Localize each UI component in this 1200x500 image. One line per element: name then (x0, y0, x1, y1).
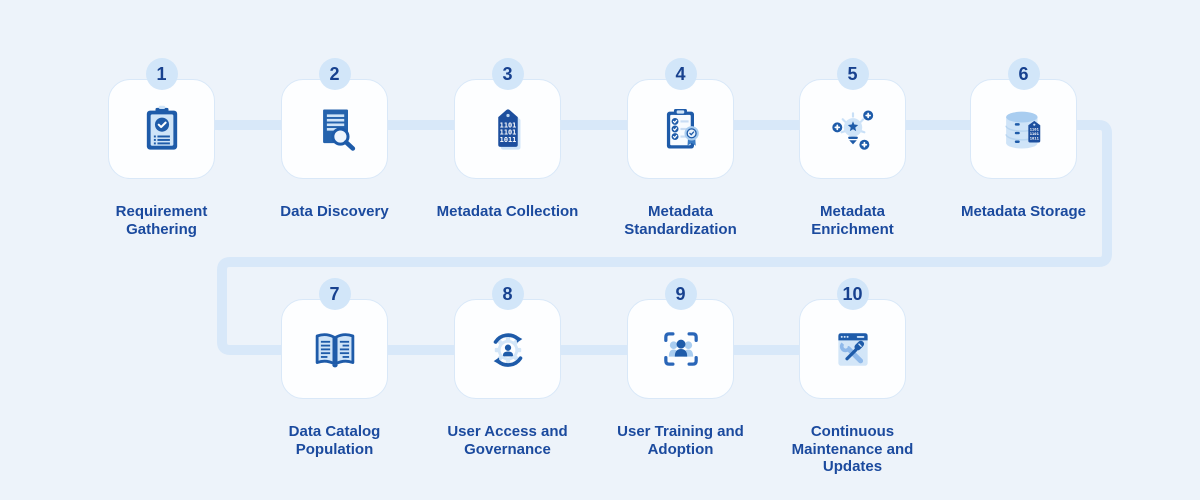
svg-text:1011: 1011 (499, 136, 516, 144)
clipboard-check-icon (146, 105, 177, 150)
step-card (627, 299, 734, 399)
open-book-icon (315, 333, 354, 368)
step-9: 9 User Training and Adoption (617, 278, 744, 458)
step-card (799, 79, 906, 179)
step-label: Metadata Enrichment (811, 203, 894, 238)
step-number-badge: 4 (664, 58, 697, 90)
step-number-badge: 1 (145, 58, 178, 90)
step-number-badge: 9 (664, 278, 697, 310)
step-number-badge: 6 (1007, 58, 1040, 90)
svg-text:1011: 1011 (1029, 135, 1039, 140)
browser-tools-icon (837, 333, 868, 366)
people-focus-icon (663, 332, 698, 366)
step-card (281, 299, 388, 399)
step-7: 7 Data Catalog Population (281, 278, 388, 458)
svg-text:1101: 1101 (1029, 131, 1039, 136)
step-label: Metadata Collection (436, 203, 579, 220)
step-card (108, 79, 215, 179)
step-card: 1101 1101 1011 (454, 79, 561, 179)
step-label: User Training and Adoption (617, 423, 744, 458)
step-card (627, 79, 734, 179)
step-2: 2 Data Discovery (280, 58, 389, 220)
step-card (799, 299, 906, 399)
step-card: 1101 1101 1011 (970, 79, 1077, 179)
mini-binary-tag: 1101 1101 1011 (1027, 120, 1040, 143)
step-card (454, 299, 561, 399)
user-gear-cycle-icon (493, 333, 522, 367)
document-search-icon (322, 109, 355, 151)
step-3: 3 1101 1101 1011 Metadata Collection (437, 58, 578, 220)
step-number-badge: 7 (318, 278, 351, 310)
svg-text:1101: 1101 (1029, 127, 1039, 132)
connector-path (162, 120, 1112, 355)
step-8: 8 User Access and Governance (447, 278, 568, 458)
step-label: Continuous Maintenance and Updates (791, 423, 914, 476)
svg-text:1101: 1101 (499, 129, 516, 137)
step-5: 5 Metadata E (799, 58, 906, 238)
step-number-badge: 3 (491, 58, 524, 90)
step-10: 10 Continuous Maintenance and Upda (792, 278, 913, 475)
step-number-badge: 8 (491, 278, 524, 310)
step-label: Data Catalog Population (288, 423, 381, 458)
step-label: User Access and Governance (447, 423, 568, 458)
step-number-badge: 5 (836, 58, 869, 90)
binary-tag-icon: 1101 1101 1011 (497, 109, 520, 150)
checklist-ribbon-icon (666, 108, 699, 149)
wrench-glyph (839, 342, 863, 364)
step-label: Data Discovery (280, 203, 389, 220)
database-tag-icon: 1101 1101 1011 (1004, 111, 1040, 149)
step-number-badge: 2 (318, 58, 351, 90)
screwdriver-glyph (844, 340, 864, 361)
step-1: 1 Requirement Gathering (108, 58, 215, 238)
step-number-badge: 10 (836, 278, 869, 310)
lightbulb-ideas-icon (831, 110, 873, 150)
step-4: 4 Metadata Standardization (624, 58, 737, 238)
step-label: Requirement Gathering (115, 203, 208, 238)
svg-text:1101: 1101 (499, 121, 516, 129)
step-label: Metadata Standardization (624, 203, 737, 238)
step-label: Metadata Storage (960, 203, 1087, 220)
step-6: 6 1101 1101 1011 Metadata Stor (961, 58, 1086, 220)
step-card (281, 79, 388, 179)
